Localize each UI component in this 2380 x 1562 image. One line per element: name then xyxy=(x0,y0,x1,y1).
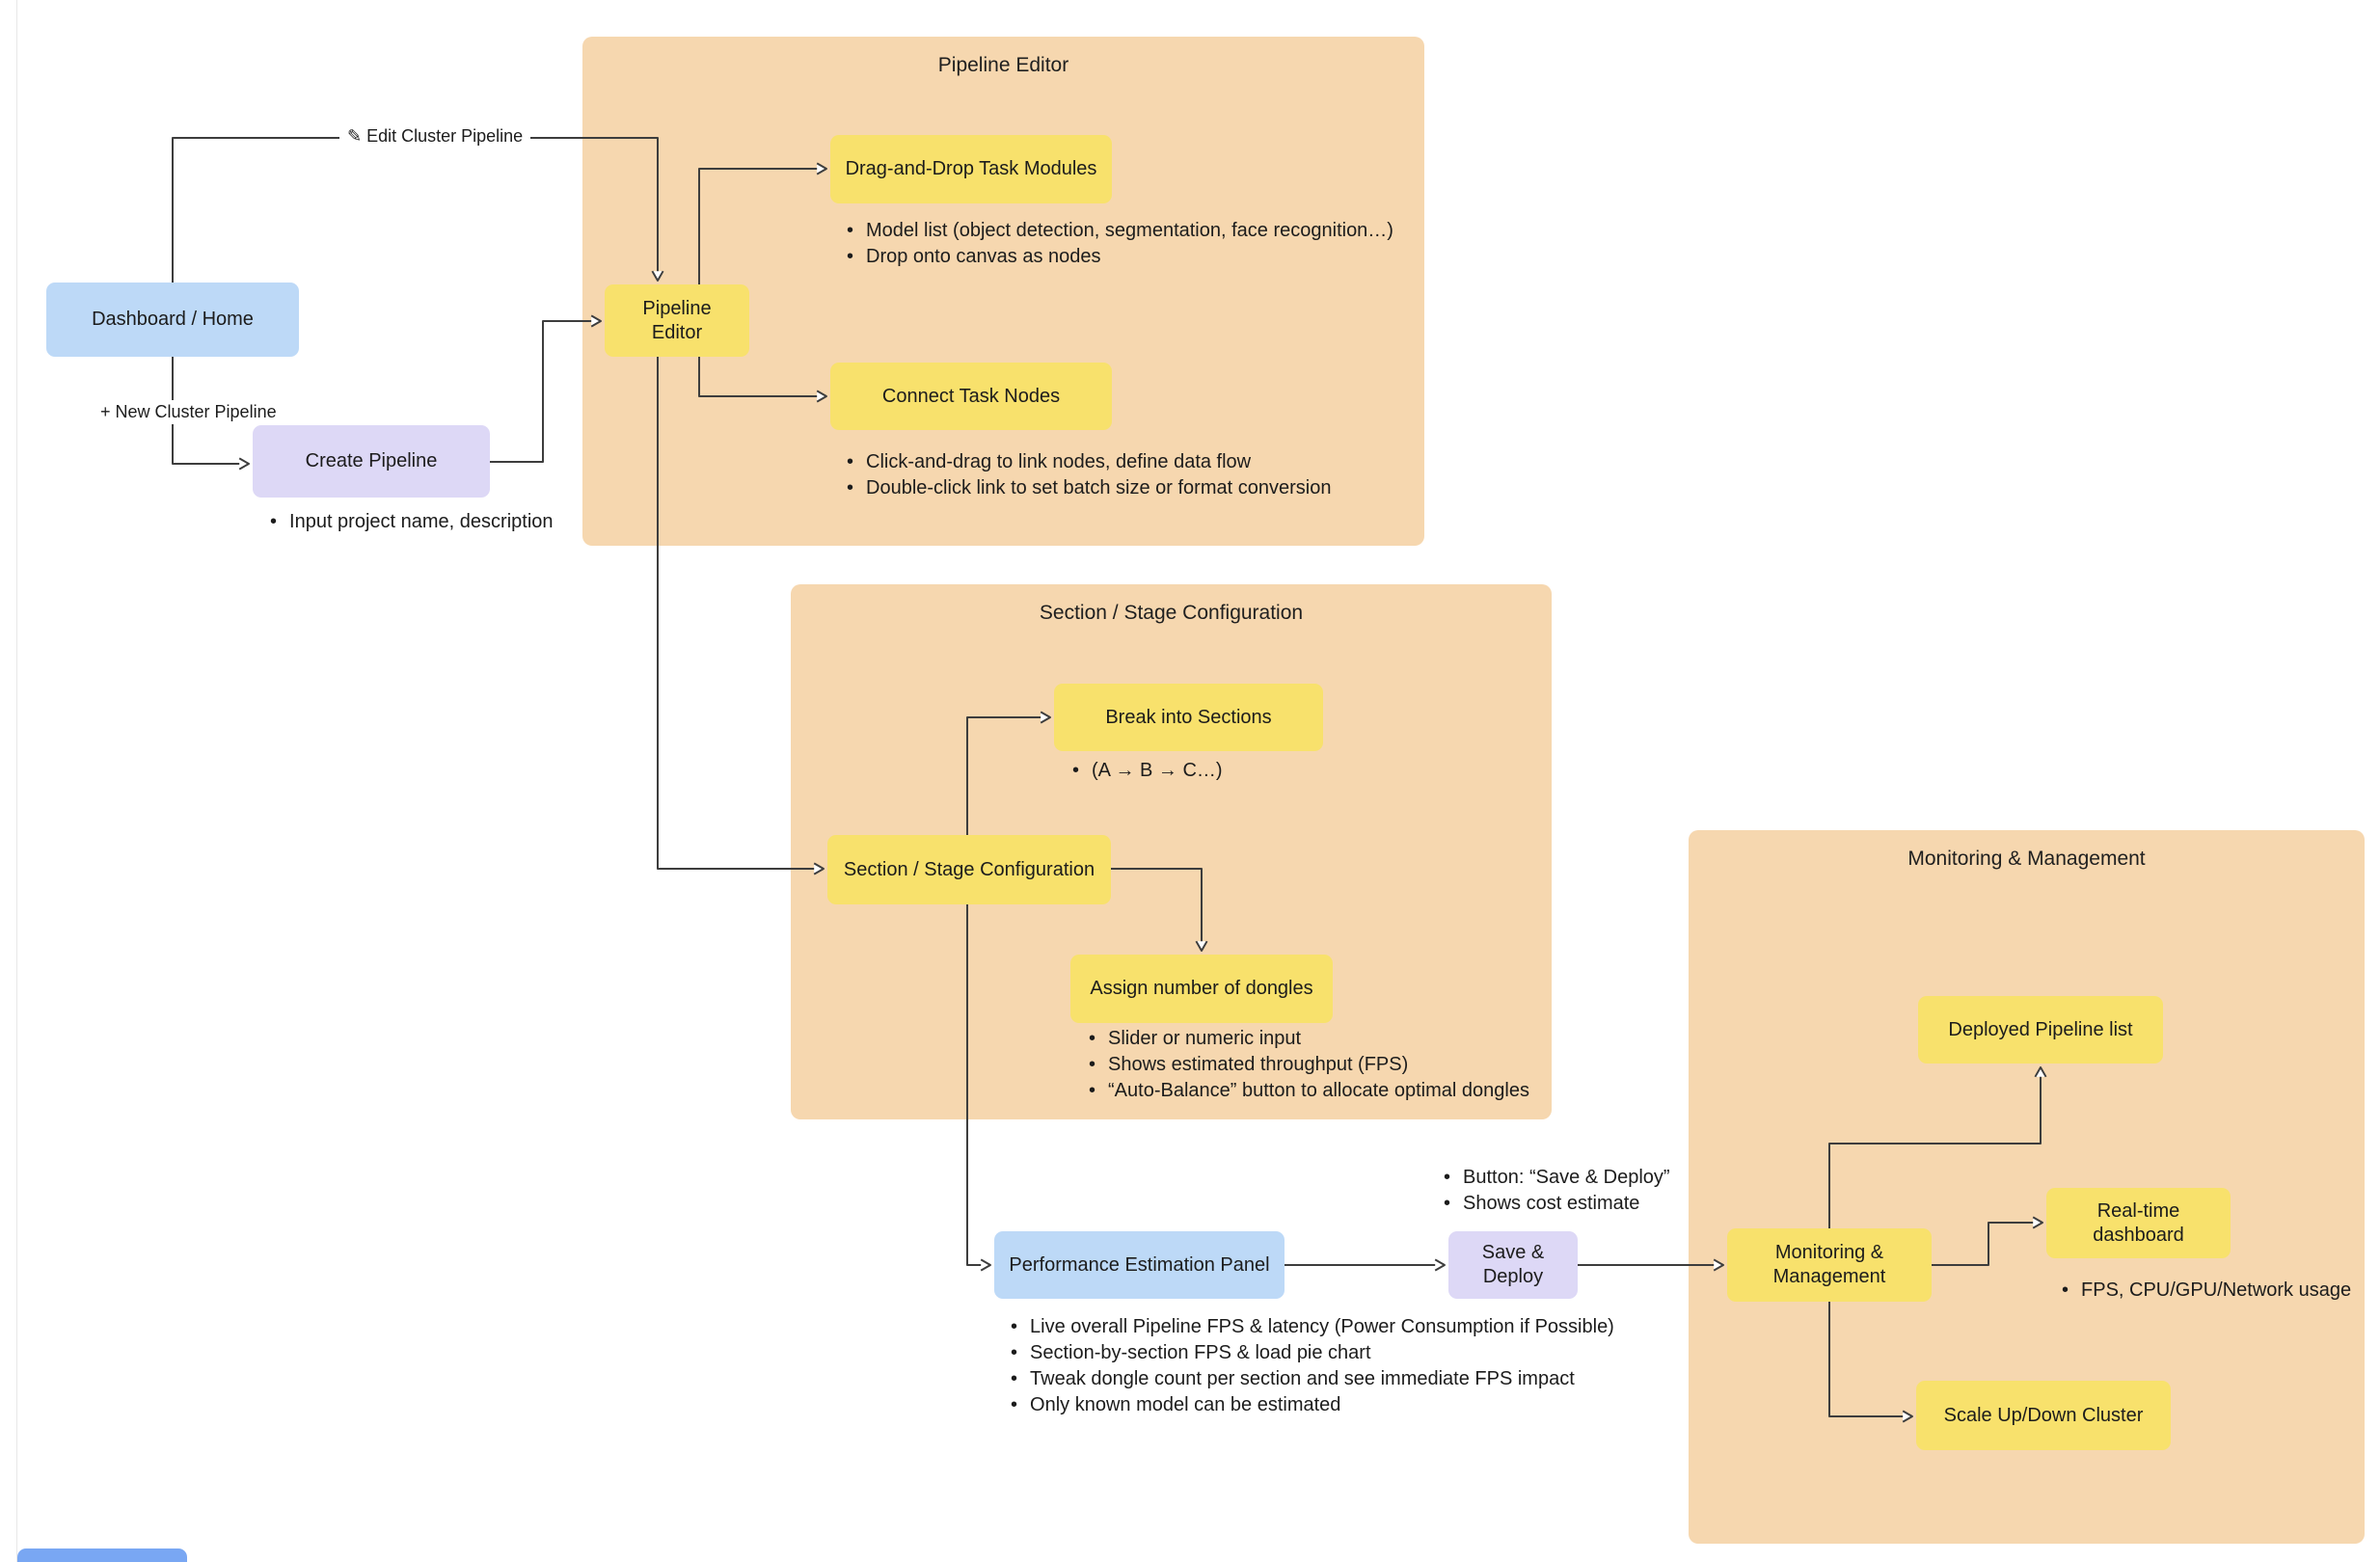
note-line: Button: “Save & Deploy” xyxy=(1444,1165,1670,1191)
note-line: “Auto-Balance” button to allocate optima… xyxy=(1089,1078,1529,1104)
note-line: Double-click link to set batch size or f… xyxy=(847,475,1331,501)
edge-create-pipeline-to-pipeline-editor xyxy=(490,314,602,463)
node-label: Dashboard / Home xyxy=(92,309,254,330)
note-line: Click-and-drag to link nodes, define dat… xyxy=(847,449,1331,475)
note-line: Shows estimated throughput (FPS) xyxy=(1089,1052,1529,1078)
node-create-pipeline[interactable]: Create Pipeline xyxy=(253,425,490,498)
edge-monitoring-to-realtime-dashboard xyxy=(1932,1216,2043,1266)
canvas-left-border xyxy=(16,0,17,1562)
node-label: Real-time dashboard xyxy=(2093,1199,2184,1246)
node-label: Assign number of dongles xyxy=(1090,978,1313,999)
node-label: Drag-and-Drop Task Modules xyxy=(845,158,1097,179)
edge-section-config-to-performance-panel xyxy=(966,904,991,1272)
note-line: FPS, CPU/GPU/Network usage xyxy=(2062,1278,2351,1304)
edge-monitoring-to-scale-cluster xyxy=(1828,1302,1913,1423)
partial-node-bottom-left[interactable] xyxy=(17,1549,187,1562)
node-assign-number-of-dongles[interactable]: Assign number of dongles xyxy=(1070,955,1333,1023)
create-pipeline-notes: Input project name, description xyxy=(270,509,554,535)
edge-label-new-cluster-pipeline: + New Cluster Pipeline xyxy=(93,400,284,424)
node-label: Section / Stage Configuration xyxy=(843,858,1095,880)
drag-drop-notes: Model list (object detection, segmentati… xyxy=(847,218,1393,270)
realtime-dashboard-notes: FPS, CPU/GPU/Network usage xyxy=(2062,1278,2351,1304)
node-break-into-sections[interactable]: Break into Sections xyxy=(1054,684,1323,751)
note-line: Slider or numeric input xyxy=(1089,1026,1529,1052)
edge-pipeline-editor-to-section-config xyxy=(657,357,825,875)
break-into-sections-notes: (A → B → C…) xyxy=(1072,758,1223,784)
performance-panel-notes: Live overall Pipeline FPS & latency (Pow… xyxy=(1011,1314,1614,1418)
node-label: Deployed Pipeline list xyxy=(1948,1018,2133,1040)
edge-pipeline-editor-to-drag-drop xyxy=(698,162,827,284)
node-deployed-pipeline-list[interactable]: Deployed Pipeline list xyxy=(1918,996,2163,1064)
node-label: Performance Estimation Panel xyxy=(1009,1253,1270,1276)
note-line: Model list (object detection, segmentati… xyxy=(847,218,1393,244)
node-monitoring-management[interactable]: Monitoring & Management xyxy=(1727,1228,1932,1302)
node-performance-estimation-panel[interactable]: Performance Estimation Panel xyxy=(994,1231,1285,1299)
node-section-stage-configuration[interactable]: Section / Stage Configuration xyxy=(827,835,1111,904)
edge-section-config-to-break-sections xyxy=(966,711,1051,835)
group-monitoring-title: Monitoring & Management xyxy=(1907,848,2146,870)
node-label: Save & Deploy xyxy=(1481,1242,1545,1287)
note-line: Only known model can be estimated xyxy=(1011,1392,1614,1418)
edge-section-config-to-assign-dongles xyxy=(1111,868,1208,952)
assign-dongles-notes: Slider or numeric input Shows estimated … xyxy=(1089,1026,1529,1104)
node-label: Monitoring & Management xyxy=(1772,1242,1886,1287)
edge-monitoring-to-deployed-list xyxy=(1828,1066,2047,1228)
note-line: Section-by-section FPS & load pie chart xyxy=(1011,1340,1614,1366)
node-realtime-dashboard[interactable]: Real-time dashboard xyxy=(2046,1188,2231,1258)
edge-dashboard-edit-to-pipeline-editor xyxy=(172,137,664,283)
node-label: Break into Sections xyxy=(1105,706,1272,728)
note-line: Drop onto canvas as nodes xyxy=(847,244,1393,270)
edge-pipeline-editor-to-connect-nodes xyxy=(698,357,827,403)
node-label: Connect Task Nodes xyxy=(881,385,1061,407)
note-line: Tweak dongle count per section and see i… xyxy=(1011,1366,1614,1392)
node-label: Scale Up/Down Cluster xyxy=(1943,1404,2144,1426)
note-line: Shows cost estimate xyxy=(1444,1191,1670,1217)
connect-task-nodes-notes: Click-and-drag to link nodes, define dat… xyxy=(847,449,1331,501)
group-pipeline-editor-title: Pipeline Editor xyxy=(937,54,1069,76)
node-save-deploy[interactable]: Save & Deploy xyxy=(1448,1231,1578,1299)
group-section-config-title: Section / Stage Configuration xyxy=(1039,602,1304,624)
edge-label-edit-cluster-pipeline: ✎ Edit Cluster Pipeline xyxy=(339,124,531,148)
save-deploy-notes: Button: “Save & Deploy” Shows cost estim… xyxy=(1444,1165,1670,1217)
note-line: Live overall Pipeline FPS & latency (Pow… xyxy=(1011,1314,1614,1340)
node-drag-drop-task-modules[interactable]: Drag-and-Drop Task Modules xyxy=(830,135,1112,203)
node-label: Pipeline Editor xyxy=(642,297,712,343)
note-line: Input project name, description xyxy=(270,509,554,535)
edge-dashboard-new-to-create-pipeline xyxy=(172,357,250,471)
node-connect-task-nodes[interactable]: Connect Task Nodes xyxy=(830,363,1112,430)
node-pipeline-editor[interactable]: Pipeline Editor xyxy=(605,284,749,357)
node-dashboard-home[interactable]: Dashboard / Home xyxy=(46,283,299,357)
node-scale-up-down-cluster[interactable]: Scale Up/Down Cluster xyxy=(1916,1381,2171,1450)
note-line: (A → B → C…) xyxy=(1072,758,1223,784)
node-label: Create Pipeline xyxy=(305,450,438,471)
